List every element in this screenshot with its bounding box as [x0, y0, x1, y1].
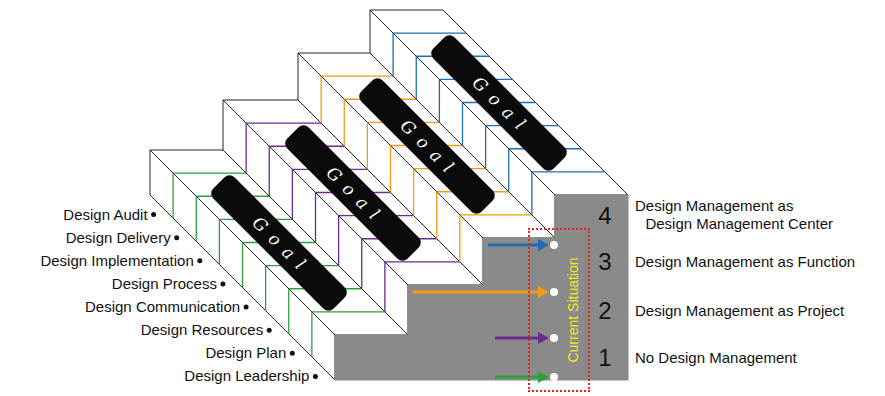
bullet-dot	[267, 328, 272, 333]
arrow-head	[538, 332, 549, 344]
area-label: Design Communication	[85, 298, 240, 316]
level-label: Design Management as Design Management C…	[635, 197, 833, 233]
bullet-dot	[220, 281, 225, 286]
marker-dot	[550, 241, 558, 249]
area-label: Design Plan	[205, 344, 286, 362]
bullet-dot	[290, 351, 295, 356]
arrow-head	[538, 371, 549, 383]
level-number: 4	[598, 202, 611, 230]
bullet-dot	[244, 305, 249, 310]
arrow-line	[495, 337, 540, 340]
level-label: No Design Management	[635, 349, 797, 367]
arrow-line	[413, 291, 540, 294]
level-number: 1	[598, 344, 611, 372]
level-number: 2	[598, 297, 611, 325]
level-label: Design Management as Function	[635, 253, 855, 271]
bullet-dot	[197, 258, 202, 263]
area-label: Design Audit	[63, 206, 147, 224]
marker-dot	[550, 334, 558, 342]
arrow-head	[538, 286, 549, 298]
level-number: 3	[598, 248, 611, 276]
bullet-dot	[313, 374, 318, 379]
arrow-head	[538, 239, 549, 251]
marker-dot	[550, 373, 558, 381]
arrow-line	[495, 376, 540, 379]
marker-dot	[550, 288, 558, 296]
arrow-line	[488, 244, 540, 247]
bullet-dot	[174, 235, 179, 240]
area-label: Design Resources	[141, 321, 264, 339]
area-label: Design Leadership	[184, 367, 309, 385]
bullet-dot	[151, 212, 156, 217]
area-label: Design Delivery	[66, 229, 171, 247]
area-label: Design Process	[112, 275, 217, 293]
current-situation-text: Current Situation	[565, 257, 581, 362]
step-face	[370, 10, 628, 195]
current-situation-frame: Current Situation	[528, 228, 590, 392]
area-label: Design Implementation	[40, 252, 193, 270]
level-label: Design Management as Project	[635, 302, 844, 320]
